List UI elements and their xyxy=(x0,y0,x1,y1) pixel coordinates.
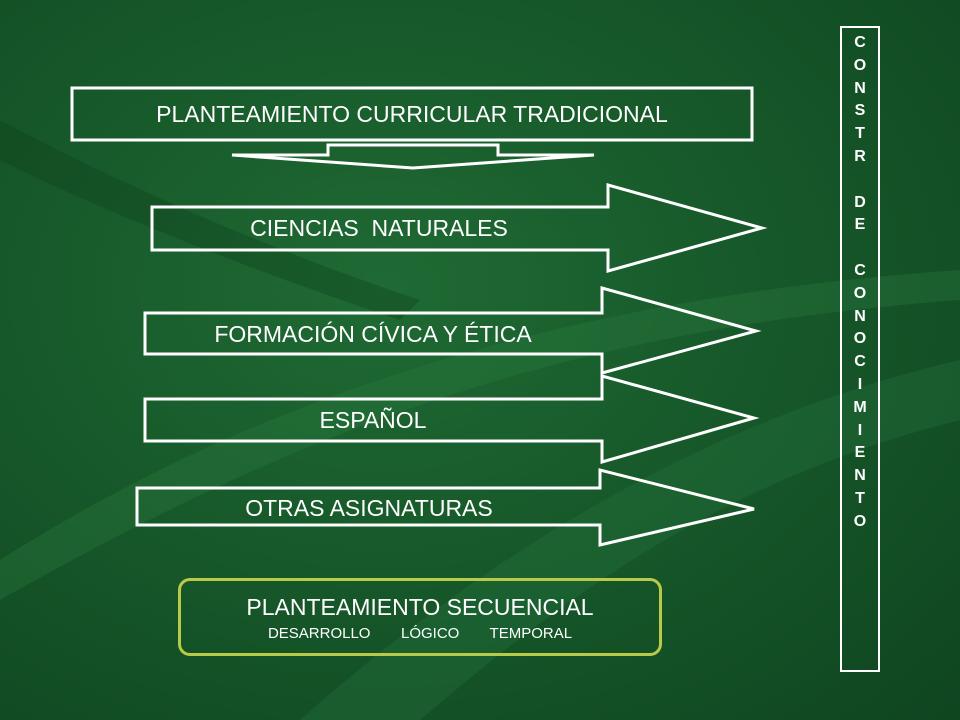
vertical-letter: O xyxy=(853,330,867,348)
arrow-espanol xyxy=(143,374,760,464)
title-label: PLANTEAMIENTO CURRICULAR TRADICIONAL xyxy=(156,101,668,127)
sequential-box: PLANTEAMIENTO SECUENCIAL DESARROLLO LÓGI… xyxy=(178,578,662,656)
vertical-letter: E xyxy=(854,444,866,462)
background-swoosh-2 xyxy=(300,360,960,720)
background-swoosh xyxy=(0,270,960,600)
vertical-letter: T xyxy=(855,125,865,143)
sequential-subtitle: DESARROLLO LÓGICO TEMPORAL xyxy=(267,625,573,642)
vertical-letter: R xyxy=(854,147,866,165)
arrow-label-formacion-civica: FORMACIÓN CÍVICA Y ÉTICA xyxy=(214,321,532,347)
vertical-letter: N xyxy=(854,307,866,325)
arrow-otras-asignaturas xyxy=(135,468,755,547)
arrow-formacion-civica xyxy=(143,286,762,375)
vertical-letter: N xyxy=(854,79,866,97)
arrow-ciencias-naturales xyxy=(150,183,768,273)
vertical-letter: S xyxy=(854,102,866,120)
background-swoosh-3 xyxy=(0,120,420,320)
vertical-letter: I xyxy=(857,421,863,439)
arrow-label-ciencias-naturales: CIENCIAS NATURALES xyxy=(250,215,508,241)
arrow-label-espanol: ESPAÑOL xyxy=(319,407,427,433)
vertical-letter: D xyxy=(854,193,866,211)
vertical-letter: O xyxy=(853,512,867,530)
sequential-title: PLANTEAMIENTO SECUENCIAL xyxy=(246,594,594,620)
vertical-letter: C xyxy=(854,353,866,371)
vertical-letter: I xyxy=(857,375,863,393)
vertical-letter: O xyxy=(853,56,867,74)
arrow-label-otras-asignaturas: OTRAS ASIGNATURAS xyxy=(245,495,493,521)
vertical-letter: C xyxy=(854,261,866,279)
down-chevron xyxy=(231,143,595,170)
vertical-letter: T xyxy=(855,489,865,507)
vertical-letter: E xyxy=(854,216,866,234)
vertical-letter: O xyxy=(853,284,867,302)
vertical-letter: N xyxy=(854,467,866,485)
title-box xyxy=(70,86,754,142)
vertical-letter: M xyxy=(853,398,867,416)
vertical-letter-spacer xyxy=(842,237,878,260)
vertical-letter: C xyxy=(854,34,866,51)
vertical-letter-spacer xyxy=(842,169,878,192)
